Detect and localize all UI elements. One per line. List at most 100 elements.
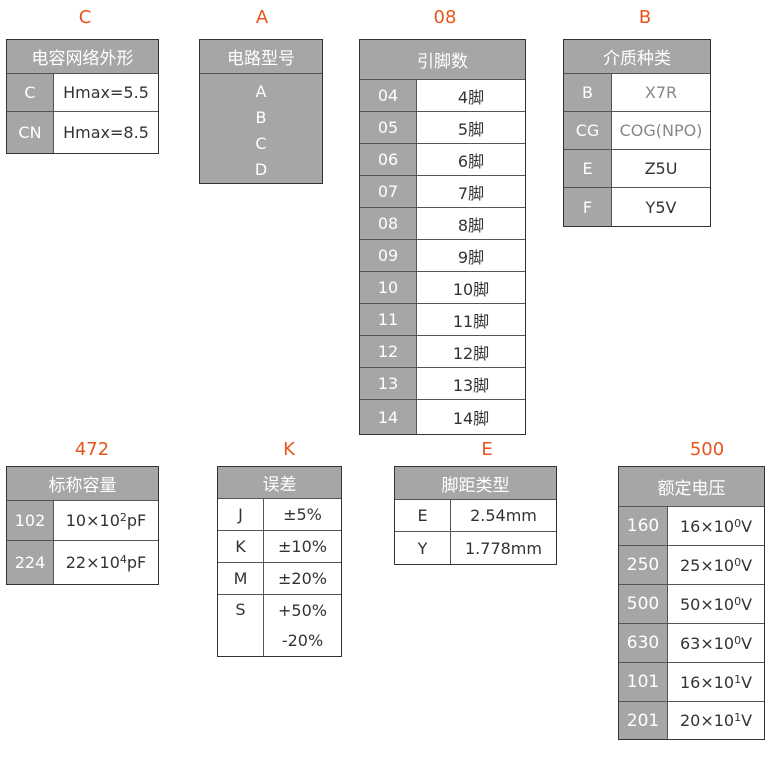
voltage-header: 额定电压 <box>619 467 764 507</box>
table-row: CN Hmax=8.5 <box>7 112 158 153</box>
pitch-header: 脚距类型 <box>395 467 556 500</box>
package-code: C <box>78 7 92 28</box>
value-exponent: 0 <box>734 555 742 569</box>
row-key: E <box>564 150 611 187</box>
pins-header: 引脚数 <box>360 40 525 80</box>
row-key: 05 <box>360 112 416 143</box>
value-unit: V <box>741 516 753 536</box>
value-mantissa: 20×10 <box>679 711 735 730</box>
row-value: ±20% <box>263 563 341 594</box>
tolerance-table: 误差 J±5% K±10% M±20% S +50% -20% <box>217 466 342 657</box>
tolerance-code: K <box>283 439 295 460</box>
value-exponent: 4 <box>119 553 127 566</box>
value-unit: pF <box>126 553 147 572</box>
table-row: M ±20% <box>218 563 341 595</box>
row-value: 1.778mm <box>450 532 556 564</box>
voltage-code: 500 <box>689 439 725 460</box>
value-exponent: 2 <box>119 511 127 524</box>
row-key: S <box>235 600 246 619</box>
table-row: C Hmax=5.5 <box>7 74 158 112</box>
row-value: ±5% <box>263 499 341 530</box>
row-key: 224 <box>7 541 53 584</box>
row-value: +50% -20% <box>263 595 341 656</box>
circuit-table: 电路型号 A B C D <box>199 39 323 184</box>
row-key: 06 <box>360 144 416 175</box>
value-exponent: 0 <box>734 633 742 647</box>
value-exponent: 0 <box>734 516 742 530</box>
value-exponent: 0 <box>734 594 742 608</box>
row-key: 101 <box>619 663 667 701</box>
circuit-item: A <box>255 81 267 101</box>
row-key: K <box>235 537 246 556</box>
row-key: M <box>233 569 248 588</box>
circuit-code: A <box>255 7 269 28</box>
value-unit: V <box>741 633 753 653</box>
row-value: Hmax=8.5 <box>53 112 158 153</box>
row-key: J <box>238 505 243 524</box>
row-key: 10 <box>360 272 416 303</box>
row-key: 09 <box>360 240 416 271</box>
value-exponent: 1 <box>734 672 742 686</box>
row-key: 160 <box>619 507 667 545</box>
value-mantissa: 25×10 <box>679 555 735 575</box>
table-row: J ±5% <box>218 499 341 531</box>
row-key: F <box>564 188 611 226</box>
value-mantissa: 10×10 <box>65 511 120 530</box>
row-value: 6脚 <box>416 144 525 175</box>
row-key: 500 <box>619 585 667 623</box>
row-key: CG <box>564 112 611 149</box>
capacitance-code: 472 <box>74 439 110 460</box>
value-mantissa: 50×10 <box>679 594 735 614</box>
row-key: B <box>564 74 611 111</box>
row-key: E <box>417 506 428 525</box>
package-table: 电容网络外形 C Hmax=5.5 CN Hmax=8.5 <box>6 39 159 154</box>
table-row: S +50% -20% <box>218 595 341 656</box>
row-key: CN <box>7 112 53 153</box>
value-exponent: 1 <box>734 711 742 724</box>
dielectric-code: B <box>638 7 652 28</box>
row-value: Z5U <box>611 150 710 187</box>
row-key: 201 <box>619 702 667 739</box>
row-key: 13 <box>360 368 416 399</box>
value-mantissa: 16×10 <box>679 672 735 692</box>
row-value: 12脚 <box>416 336 525 367</box>
row-value: 4脚 <box>416 80 525 111</box>
value-unit: V <box>741 672 753 692</box>
row-value: 14脚 <box>416 400 525 434</box>
row-value: COG(NPO) <box>611 112 710 149</box>
value-upper: +50% <box>278 600 327 620</box>
row-value: 8脚 <box>416 208 525 239</box>
row-key: 14 <box>360 400 416 434</box>
row-value: X7R <box>611 74 710 111</box>
tolerance-header: 误差 <box>218 467 341 499</box>
value-unit: V <box>741 555 753 575</box>
value-unit: V <box>741 711 753 730</box>
pitch-code: E <box>481 439 493 460</box>
